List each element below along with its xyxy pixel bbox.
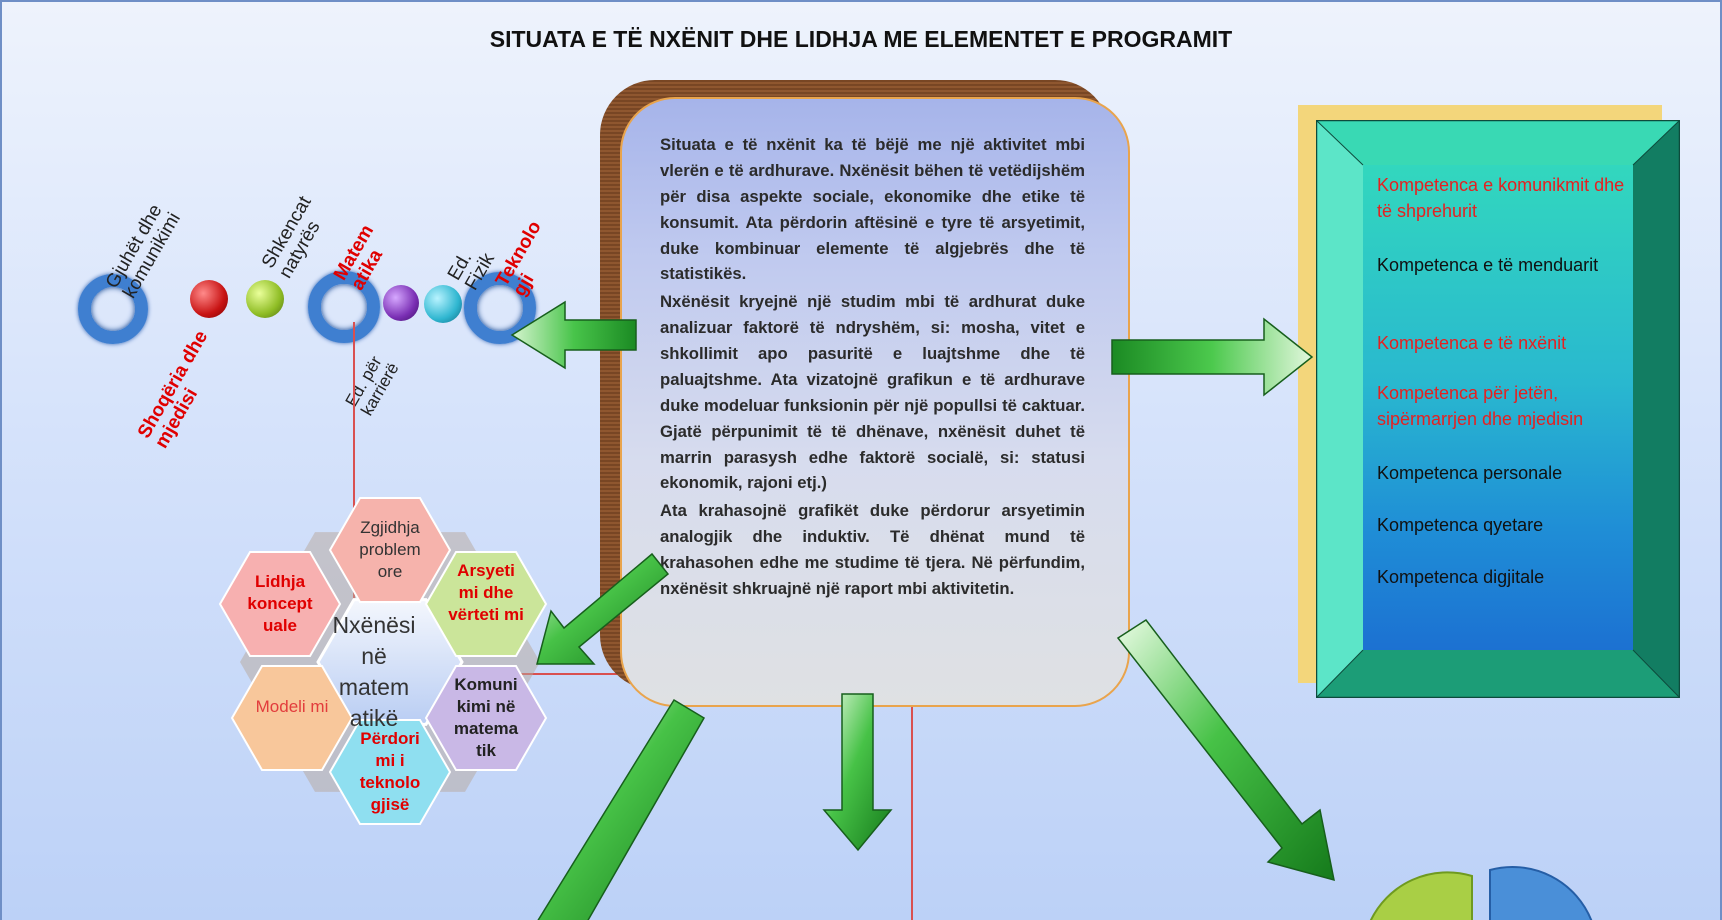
hexagon-label: Zgjidhja problem ore <box>359 518 421 581</box>
hex-center-label: Nxënësi në matem atikë <box>332 612 416 731</box>
hexagon <box>424 551 548 657</box>
decor-blue-arc <box>1489 865 1593 920</box>
competency-item: Kompetenca qyetare <box>1377 515 1544 535</box>
situation-paragraph: Ata krahasojnë grafikët duke përdorur ar… <box>660 501 1085 598</box>
situation-text: Situata e të nxënit ka të bëjë me një ak… <box>660 132 1085 604</box>
field-label-sciences: Shkencat natyrës <box>257 192 325 282</box>
ball-purple <box>383 285 419 321</box>
hexagon <box>230 665 354 771</box>
page-title: SITUATA E TË NXËNIT DHE LIDHJA ME ELEMEN… <box>489 26 1233 52</box>
competency-item: Kompetenca për jetën, sipërmarrjen dhe m… <box>1377 383 1584 429</box>
hexagon <box>328 719 452 825</box>
ball-cyan <box>424 285 462 323</box>
hexagon <box>424 665 548 771</box>
hexagon-label: Përdori mi i teknolo gjisë <box>359 729 421 814</box>
hexagon-label: Komuni kimi në matema tik <box>453 675 519 760</box>
situation-paragraph: Situata e të nxënit ka të bëjë me një ak… <box>660 135 1085 284</box>
hexagon-label: Arsyeti mi dhe vërteti mi <box>448 561 524 624</box>
field-label-technology: Teknolo gji <box>491 217 546 300</box>
field-label-society: Shoqëria dhe mjedisi <box>133 327 213 452</box>
hexagon <box>328 497 452 603</box>
situation-paragraph: Nxënësit kryejnë një studim mbi të ardhu… <box>660 292 1085 493</box>
competency-item: Kompetenca personale <box>1377 463 1563 483</box>
hex-center <box>316 598 464 726</box>
field-label-languages: Gjuhët dhe komunikimi <box>101 200 185 302</box>
decor-green-arc <box>1369 871 1473 920</box>
competency-item: Kompetenca e komunikmit dhe të shprehuri… <box>1377 175 1625 221</box>
hexagon <box>218 551 342 657</box>
competency-panel <box>1363 165 1633 650</box>
competency-bevel <box>1316 120 1680 698</box>
ball-red <box>190 280 228 318</box>
competency-item: Kompetenca e të menduarit <box>1377 255 1599 275</box>
arrow-down <box>822 693 893 852</box>
ball-green <box>246 280 284 318</box>
competency-item: Kompetenca digjitale <box>1377 567 1545 587</box>
hexagon-label: Modeli mi <box>255 697 329 716</box>
hexagon-cluster <box>218 497 548 825</box>
hexagon-label: Lidhja koncept uale <box>247 572 313 635</box>
competency-item: Kompetenca e të nxënit <box>1377 333 1567 353</box>
arrow-to-competencies <box>1111 317 1314 397</box>
situation-box <box>620 97 1130 707</box>
